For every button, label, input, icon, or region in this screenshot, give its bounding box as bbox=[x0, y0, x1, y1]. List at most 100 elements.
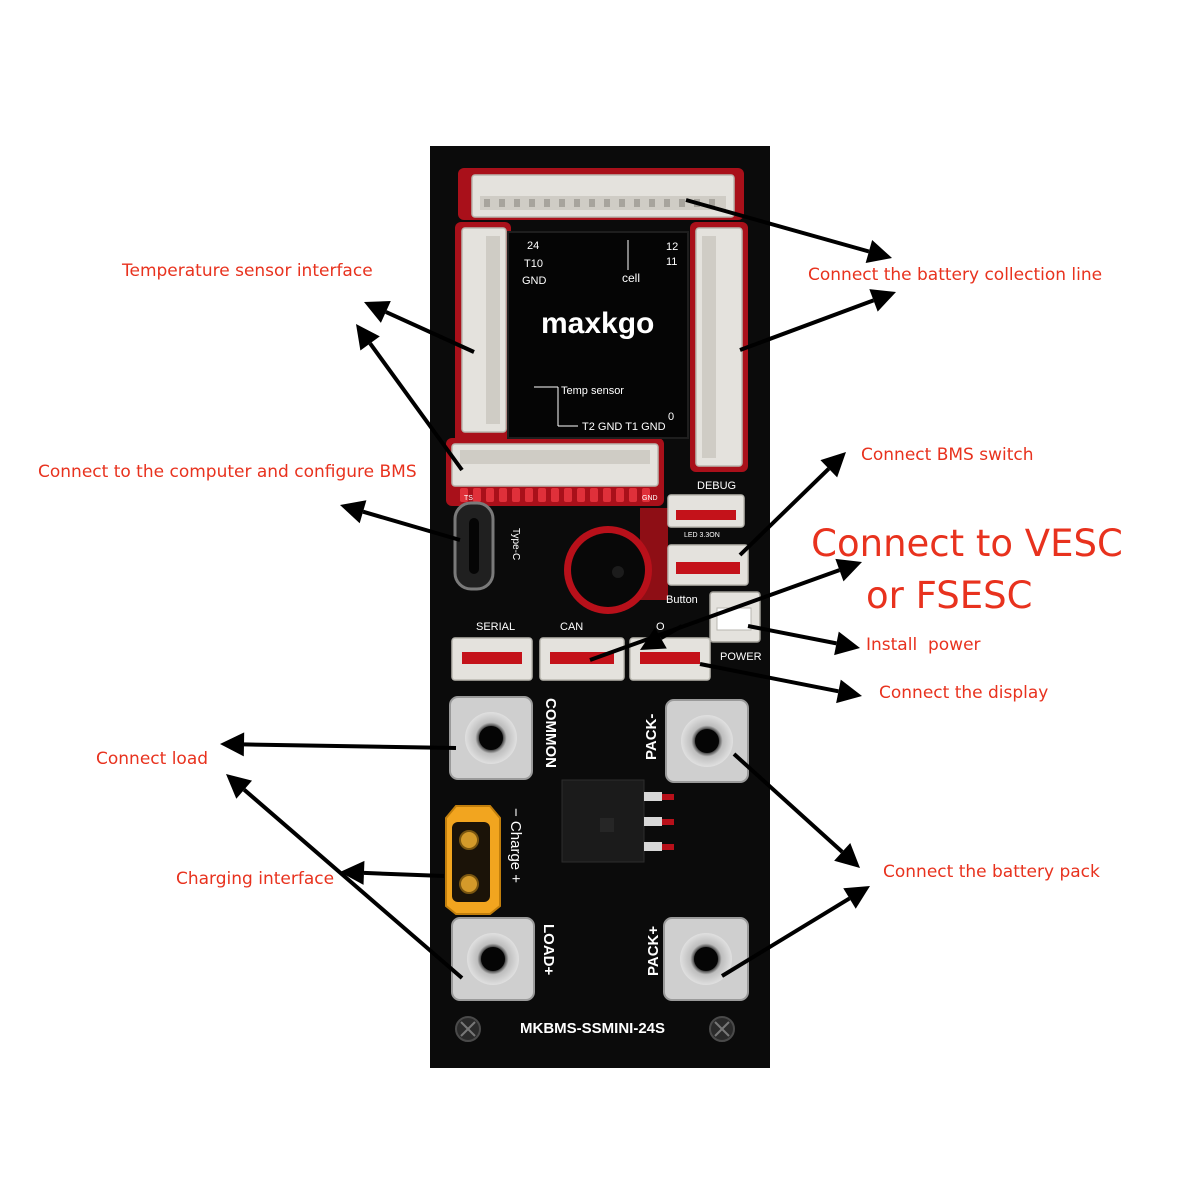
callout-arrow bbox=[340, 860, 445, 885]
solder-pad bbox=[603, 488, 611, 502]
label-pack-minus: PACK- bbox=[643, 714, 660, 760]
connector-pin bbox=[664, 199, 670, 207]
callout-charging: Charging interface bbox=[176, 869, 335, 889]
callout-arrow bbox=[589, 558, 862, 662]
connector-pin bbox=[679, 199, 685, 207]
mount-screw-right bbox=[709, 1016, 735, 1042]
label-debug: DEBUG bbox=[697, 480, 736, 492]
terminal-pack-plus bbox=[663, 917, 749, 1001]
callout-arrow bbox=[640, 624, 683, 650]
chip-label-0: 0 bbox=[668, 411, 674, 423]
connector-pin bbox=[574, 199, 580, 207]
solder-pad bbox=[512, 488, 520, 502]
xt-charge-connector bbox=[445, 805, 501, 915]
model-label: MKBMS-SSMINI-24S bbox=[520, 1020, 665, 1037]
silk-gnd: GND bbox=[642, 495, 658, 502]
connector-pin bbox=[589, 199, 595, 207]
left-temp-connector bbox=[461, 227, 507, 433]
callout-install-power: Install power bbox=[866, 635, 981, 655]
connector-pin bbox=[544, 199, 550, 207]
main-chip bbox=[507, 231, 689, 439]
callout-temperature-sensor: Temperature sensor interface bbox=[122, 261, 373, 281]
chip-label-12: 12 bbox=[666, 241, 678, 253]
callout-arrow bbox=[356, 324, 464, 472]
callout-arrow bbox=[685, 198, 892, 264]
chip-label-t10: T10 bbox=[524, 258, 543, 270]
callout-load: Connect load bbox=[96, 749, 209, 769]
middle-horizontal-connector bbox=[451, 443, 659, 487]
mount-screw-left bbox=[455, 1016, 481, 1042]
brand-logo: maxkgo bbox=[541, 307, 654, 340]
solder-pad bbox=[486, 488, 494, 502]
silk-led: LED 3.3ON bbox=[684, 532, 720, 539]
connector-pin bbox=[619, 199, 625, 207]
connector-pin bbox=[709, 199, 715, 207]
callout-arrow bbox=[747, 624, 860, 656]
chip-label-24: 24 bbox=[527, 240, 539, 252]
callout-vesc-line2: or FSESC bbox=[866, 574, 1033, 617]
connector-pin bbox=[649, 199, 655, 207]
callout-battery-collection: Connect the battery collection line bbox=[808, 265, 1103, 285]
connector-pin bbox=[634, 199, 640, 207]
terminal-pack-minus bbox=[665, 699, 749, 783]
chip-label-t2-gnd-t1-gnd: T2 GND T1 GND bbox=[582, 421, 666, 433]
label-type-c: Type-C bbox=[510, 528, 521, 560]
annotation-arrows bbox=[220, 198, 896, 980]
chip-label-gnd: GND bbox=[522, 275, 547, 287]
callout-vesc-line1: Connect to VESC bbox=[811, 522, 1123, 565]
label-can: CAN bbox=[560, 621, 583, 633]
connector-pin bbox=[604, 199, 610, 207]
connector-pin bbox=[514, 199, 520, 207]
connector-pin bbox=[529, 199, 535, 207]
callout-arrow bbox=[699, 662, 862, 704]
callout-arrow bbox=[220, 732, 457, 757]
label-load-plus: LOAD+ bbox=[540, 924, 557, 975]
chip-label-temp-sensor: Temp sensor bbox=[561, 385, 624, 397]
solder-pad bbox=[642, 488, 650, 502]
callout-arrow bbox=[738, 452, 846, 557]
label-serial: SERIAL bbox=[476, 621, 515, 633]
top-cell-connector bbox=[471, 174, 735, 218]
connector-pin bbox=[499, 199, 505, 207]
silk-ts: TS bbox=[464, 495, 473, 502]
callout-computer-config: Connect to the computer and configure BM… bbox=[38, 462, 417, 482]
solder-pad bbox=[538, 488, 546, 502]
right-cell-connector bbox=[695, 227, 743, 467]
solder-pad bbox=[629, 488, 637, 502]
callout-arrow bbox=[364, 301, 475, 354]
label-charge: − Charge + bbox=[507, 808, 524, 883]
solder-pad bbox=[577, 488, 585, 502]
solder-pad bbox=[590, 488, 598, 502]
chip-label-11: 11 bbox=[666, 256, 677, 268]
terminal-load-plus bbox=[451, 917, 535, 1001]
callout-battery-pack: Connect the battery pack bbox=[883, 862, 1100, 882]
label-pack-plus: PACK+ bbox=[645, 926, 662, 976]
label-o: O bbox=[656, 621, 665, 633]
solder-pad bbox=[473, 488, 481, 502]
red-pin-row bbox=[460, 488, 650, 502]
callout-bms-switch: Connect BMS switch bbox=[861, 445, 1034, 465]
solder-pad bbox=[616, 488, 624, 502]
callout-arrow bbox=[739, 289, 896, 352]
connector-pin bbox=[484, 199, 490, 207]
power-regulator bbox=[561, 779, 674, 863]
callout-arrow bbox=[226, 774, 464, 980]
label-power: POWER bbox=[720, 651, 762, 663]
label-button: Button bbox=[666, 594, 698, 606]
label-common: COMMON bbox=[542, 698, 559, 768]
connector-pin bbox=[559, 199, 565, 207]
callout-display: Connect the display bbox=[879, 683, 1049, 703]
solder-pad bbox=[564, 488, 572, 502]
terminal-common bbox=[449, 696, 533, 780]
callout-arrow bbox=[720, 886, 870, 978]
callout-arrow bbox=[340, 500, 461, 542]
solder-pad bbox=[499, 488, 507, 502]
chip-label-cell: cell bbox=[622, 271, 640, 285]
callout-arrow bbox=[732, 752, 860, 868]
solder-pad bbox=[525, 488, 533, 502]
callout-vesc: Connect to VESC or FSESC bbox=[806, 518, 1128, 622]
solder-pad bbox=[551, 488, 559, 502]
solder-pad bbox=[460, 488, 468, 502]
